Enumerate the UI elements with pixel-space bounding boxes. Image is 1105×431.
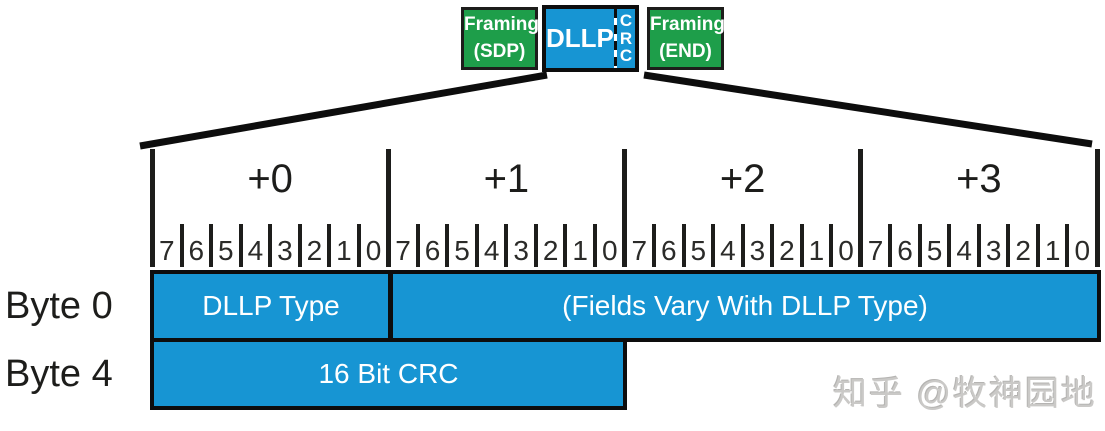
bit-boundary-tick bbox=[1006, 224, 1011, 267]
bit-boundary-tick bbox=[504, 224, 509, 267]
bit-number: 2 bbox=[779, 235, 795, 266]
bit-boundary-tick bbox=[268, 224, 273, 267]
framing-sdp-box: Framing (SDP) bbox=[461, 7, 539, 70]
bit-boundary-tick bbox=[917, 224, 922, 267]
bit-number: 6 bbox=[661, 235, 677, 266]
bit-number: 5 bbox=[218, 235, 234, 266]
bit-number: 7 bbox=[395, 235, 411, 266]
byte0-row: DLLP Type (Fields Vary With DLLP Type) bbox=[150, 270, 1101, 342]
bit-boundary-tick bbox=[533, 224, 538, 267]
byte4-row: 16 Bit CRC bbox=[150, 338, 627, 410]
expansion-line-left bbox=[139, 71, 548, 150]
crc16-cell: 16 Bit CRC bbox=[318, 358, 459, 389]
crc-letter: C bbox=[619, 10, 633, 30]
bit-number: 1 bbox=[1044, 235, 1061, 266]
bit-boundary-tick bbox=[770, 224, 775, 267]
bit-number: 4 bbox=[483, 235, 500, 266]
bit-number: 0 bbox=[365, 235, 382, 266]
dllp-label: DLLP bbox=[546, 23, 614, 53]
dllp-type-cell: DLLP Type bbox=[154, 274, 393, 338]
framing-end-box: Framing (END) bbox=[647, 7, 725, 70]
bit-number: 5 bbox=[454, 235, 470, 266]
crc-letter: C bbox=[619, 46, 633, 66]
bit-boundary-tick bbox=[209, 224, 214, 267]
dllp-crc-divider bbox=[613, 9, 618, 68]
bit-boundary-tick bbox=[445, 224, 450, 267]
bit-boundary-tick bbox=[563, 224, 568, 267]
bit-number: 7 bbox=[158, 235, 175, 266]
column-label-plus2: +2 bbox=[719, 157, 766, 201]
bit-boundary-tick bbox=[327, 224, 332, 267]
byte-boundary-tick-4 bbox=[1094, 149, 1100, 267]
bit-boundary-tick bbox=[652, 224, 657, 267]
bit-boundary-tick bbox=[297, 224, 302, 267]
bit-number: 6 bbox=[897, 235, 913, 266]
bit-boundary-tick bbox=[1035, 224, 1040, 267]
bit-number: 3 bbox=[513, 235, 529, 266]
bit-boundary-tick bbox=[947, 224, 952, 267]
bit-number: 2 bbox=[1015, 235, 1031, 266]
bit-number: 7 bbox=[631, 235, 648, 266]
bit-number: 4 bbox=[956, 235, 972, 266]
bit-number: 6 bbox=[424, 235, 441, 266]
byte4-label: Byte 4 bbox=[5, 352, 113, 395]
framing-end-line1: Framing bbox=[650, 13, 725, 35]
bit-number: 2 bbox=[542, 235, 559, 266]
crc-letter: R bbox=[619, 28, 633, 48]
bit-boundary-tick bbox=[356, 224, 361, 267]
bit-boundary-tick bbox=[179, 224, 184, 267]
bit-boundary-tick bbox=[238, 224, 243, 267]
watermark: 知乎 @牧神园地 bbox=[833, 375, 1097, 413]
bit-number: 7 bbox=[867, 235, 884, 266]
column-label-plus3: +3 bbox=[956, 157, 1002, 201]
bit-number: 0 bbox=[601, 235, 618, 266]
bit-number: 2 bbox=[306, 235, 323, 266]
bit-boundary-tick bbox=[474, 224, 479, 267]
framing-sdp-line2: (SDP) bbox=[473, 40, 526, 62]
bit-number: 0 bbox=[1074, 235, 1091, 266]
byte-boundary-tick-1 bbox=[385, 149, 391, 267]
bit-number: 3 bbox=[277, 235, 293, 266]
bit-number: 1 bbox=[336, 235, 352, 266]
bit-boundary-tick bbox=[1065, 224, 1070, 267]
bit-boundary-tick bbox=[799, 224, 804, 267]
bit-number: 0 bbox=[838, 235, 854, 266]
column-label-plus0: +0 bbox=[247, 157, 293, 201]
bit-boundary-tick bbox=[681, 224, 686, 267]
byte-boundary-tick-0 bbox=[149, 149, 155, 267]
bit-boundary-tick bbox=[415, 224, 420, 267]
expansion-line-right bbox=[643, 71, 1093, 148]
bit-number: 4 bbox=[720, 235, 736, 266]
framing-sdp-line1: Framing bbox=[464, 13, 539, 35]
byte-boundary-tick-2 bbox=[622, 149, 627, 267]
bit-number: 1 bbox=[808, 235, 825, 266]
column-label-plus1: +1 bbox=[483, 157, 530, 201]
byte0-label: Byte 0 bbox=[5, 284, 113, 327]
bit-boundary-tick bbox=[740, 224, 745, 267]
fields-vary-cell: (Fields Vary With DLLP Type) bbox=[562, 290, 928, 321]
bit-boundary-tick bbox=[829, 224, 834, 267]
bit-number: 5 bbox=[926, 235, 943, 266]
bit-number: 5 bbox=[690, 235, 707, 266]
bit-number: 3 bbox=[985, 235, 1002, 266]
bit-boundary-tick bbox=[592, 224, 597, 267]
bit-boundary-tick bbox=[888, 224, 893, 267]
bit-number: 1 bbox=[572, 235, 588, 266]
framing-end-line2: (END) bbox=[659, 40, 712, 62]
bit-number: 6 bbox=[188, 235, 205, 266]
bit-boundary-tick bbox=[976, 224, 981, 267]
bit-number: 3 bbox=[749, 235, 766, 266]
byte-boundary-tick-3 bbox=[858, 149, 864, 267]
bit-number: 4 bbox=[247, 235, 264, 266]
bit-boundary-tick bbox=[711, 224, 716, 267]
